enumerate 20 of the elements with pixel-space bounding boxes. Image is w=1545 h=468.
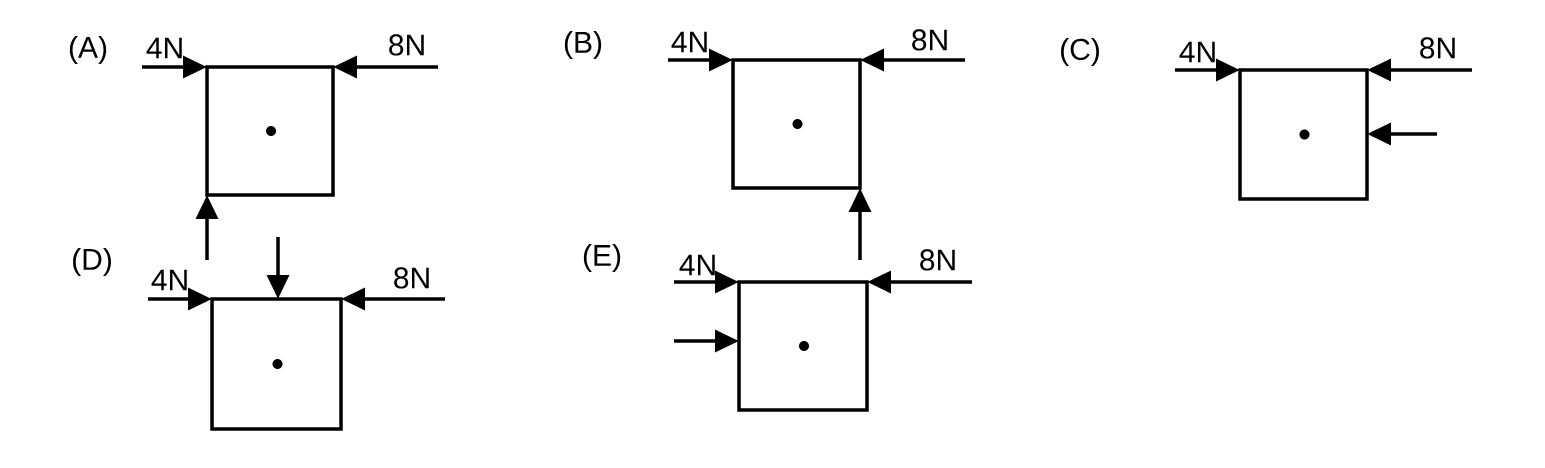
force-label: 8N — [394, 267, 429, 289]
force-label: 4N — [151, 269, 187, 291]
force-label: 4N — [671, 31, 707, 53]
force-label: 8N — [920, 249, 955, 271]
force-label: 8N — [389, 34, 424, 56]
force-label: 4N — [679, 254, 715, 276]
force-label: 4N — [146, 37, 182, 59]
block — [737, 280, 869, 412]
force-label: 4N — [1179, 41, 1215, 63]
force-label: (D) — [73, 248, 111, 276]
block — [205, 65, 335, 197]
block — [1238, 68, 1369, 201]
force-label: (B) — [564, 31, 602, 59]
force-label: (C) — [1061, 38, 1099, 66]
block — [731, 58, 862, 190]
force-label: (A) — [69, 36, 107, 64]
force-label: 8N — [912, 29, 947, 51]
block — [210, 297, 343, 431]
force-label: (E) — [583, 244, 621, 272]
force-label: 8N — [1420, 37, 1455, 59]
